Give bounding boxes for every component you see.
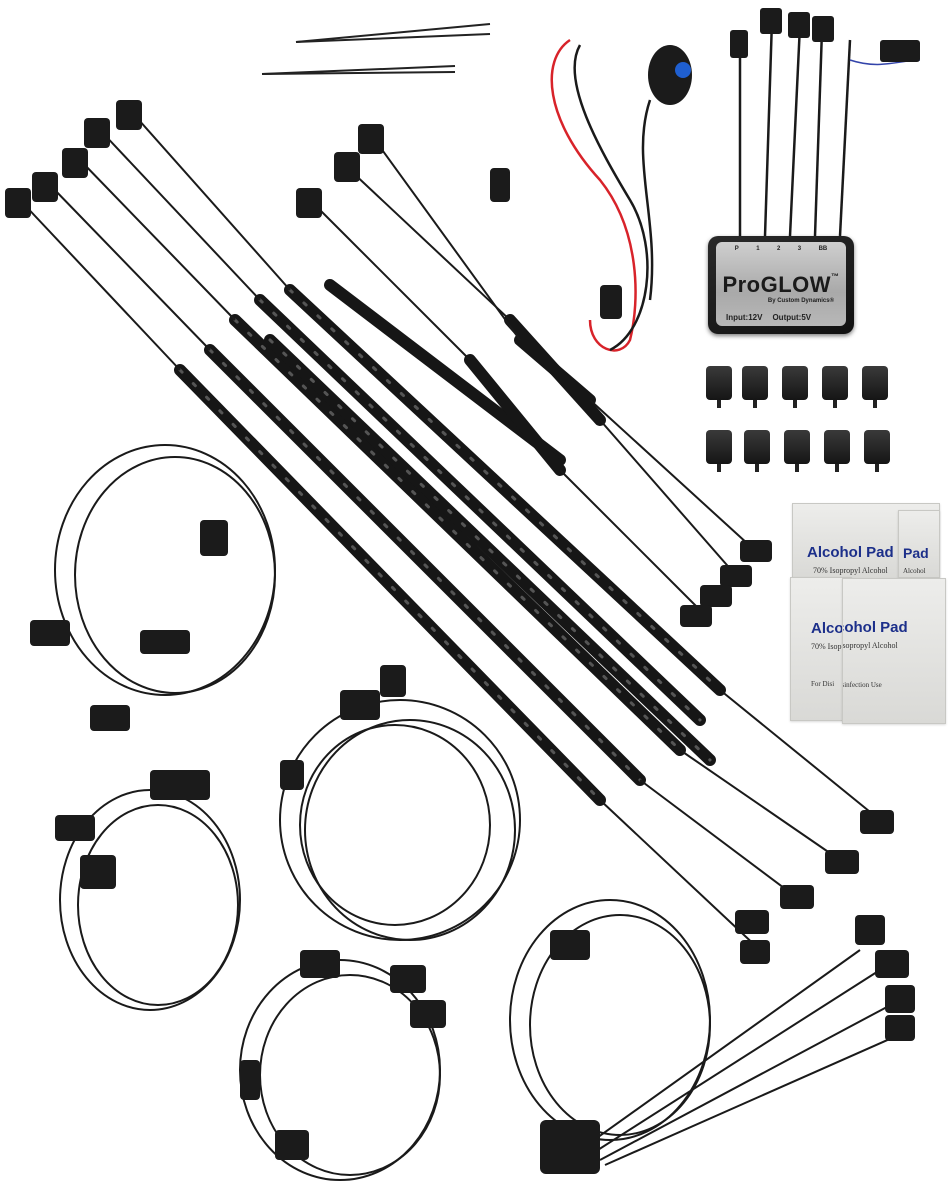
pad-title: Alcohol Pad	[807, 544, 894, 561]
end-cap	[864, 430, 890, 472]
input-voltage: Input:12V	[726, 313, 763, 322]
proglow-controller: P 1 2 3 BB ProGLOW™ By Custom Dynamics® …	[708, 236, 854, 334]
pin-label: 2	[776, 246, 781, 252]
pad-title: Alcohol Pad	[843, 619, 908, 636]
led-strips	[174, 279, 726, 806]
small-pigtails	[261, 23, 491, 75]
harness-loops	[54, 444, 911, 1181]
output-voltage: Output:5V	[772, 313, 812, 322]
strip-connectors	[5, 100, 894, 964]
alcohol-pad: Pad Alcohol	[898, 510, 940, 578]
pad-subtitle: 70% Isopropyl Alcohol	[842, 641, 898, 650]
end-cap	[742, 366, 768, 408]
pin-label: 3	[797, 246, 802, 252]
pin-label: 1	[756, 246, 760, 252]
power-switch-harness	[550, 38, 654, 352]
harness-connectors	[30, 520, 915, 1174]
switch-body	[648, 45, 692, 105]
pad-usage: For Disinfection Use	[843, 681, 882, 689]
controller-subtitle: By Custom Dynamics®	[767, 298, 834, 304]
pin-label: P	[734, 246, 739, 252]
end-cap	[822, 366, 848, 408]
pad-subtitle: 70% Isop	[811, 642, 842, 651]
end-cap	[824, 430, 850, 472]
pad-title: Pad	[903, 545, 929, 561]
controller-label-face: P 1 2 3 BB ProGLOW™ By Custom Dynamics® …	[716, 242, 846, 326]
controller-brand: ProGLOW™	[716, 272, 846, 298]
controller-plugs	[730, 8, 920, 62]
end-cap	[706, 366, 732, 408]
switch-button	[675, 62, 691, 78]
pin-label: BB	[818, 246, 828, 252]
trademark-symbol: ™	[831, 272, 840, 281]
end-cap	[784, 430, 810, 472]
end-cap	[862, 366, 888, 408]
end-cap	[706, 430, 732, 472]
alcohol-pad: Alcoh 70% Isop For Disi	[790, 577, 852, 721]
end-cap	[744, 430, 770, 472]
controller-specs: Input:12V Output:5V	[726, 313, 836, 322]
pin-labels: P 1 2 3 BB	[716, 246, 846, 252]
pad-usage: For Disi	[811, 680, 835, 688]
controller-leads	[738, 19, 921, 237]
alcohol-pad: Alcohol Pad 70% Isopropyl Alcohol For Di…	[842, 578, 946, 724]
fuse-holder	[600, 285, 622, 319]
pad-title: Alcoh	[811, 620, 852, 637]
strip-leads	[19, 109, 881, 951]
end-cap	[782, 366, 808, 408]
pad-subtitle: Alcohol	[903, 567, 926, 575]
pad-subtitle: 70% Isopropyl Alcohol	[813, 566, 888, 575]
brand-name: ProGLOW	[722, 272, 832, 297]
